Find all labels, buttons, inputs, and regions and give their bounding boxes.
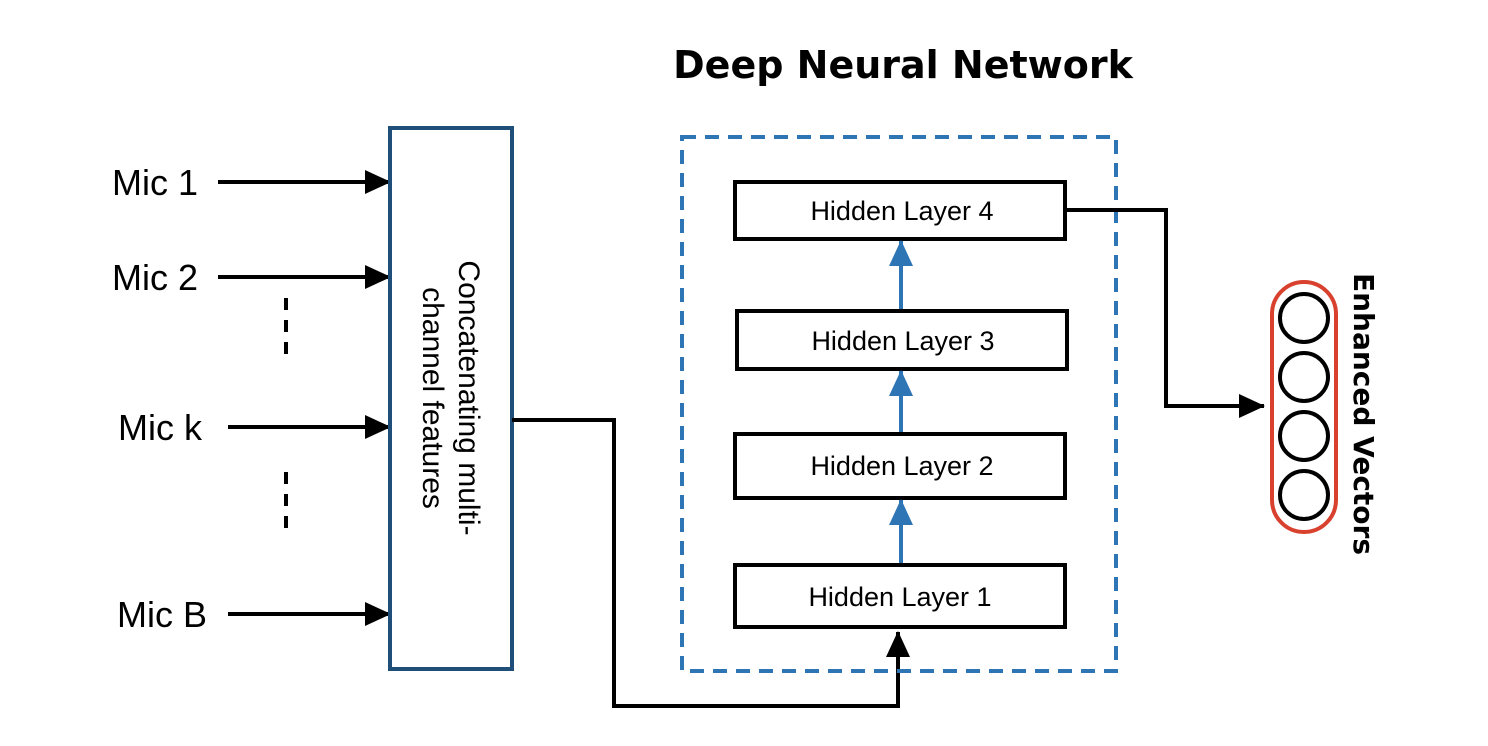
hidden-layer-4-label: Hidden Layer 4: [810, 196, 993, 226]
hidden-layer-1-box: [733, 563, 1067, 629]
dnn-container: [680, 135, 1118, 673]
mic-label-k: Mic k: [118, 407, 203, 448]
output-label-group: Enhanced Vectors: [1347, 273, 1380, 555]
dnn-to-output-connector: [1065, 208, 1265, 418]
mic-label-2: Mic 2: [112, 257, 198, 298]
output-label: Enhanced Vectors: [1347, 273, 1380, 555]
concat-label-line1: Concatenating multi-: [452, 260, 485, 535]
output-node-3: [1278, 410, 1330, 462]
hidden-layer-4-box: [733, 180, 1067, 241]
diagram-title: Deep Neural Network: [673, 43, 1133, 87]
hidden-layer-1-label: Hidden Layer 1: [808, 582, 991, 612]
concat-label: Concatenating multi- channel features: [416, 260, 485, 535]
concat-box: [388, 126, 514, 671]
mic-label-1: Mic 1: [112, 162, 198, 203]
output-node-4: [1278, 469, 1330, 521]
hidden-layer-2-box: [733, 432, 1067, 500]
output-node-1: [1278, 292, 1330, 344]
concat-label-line2: channel features: [416, 287, 449, 509]
mic-label-b: Mic B: [117, 594, 207, 635]
hidden-layer-2-label: Hidden Layer 2: [810, 451, 993, 481]
output-vector-outline: [1270, 280, 1338, 534]
output-node-2: [1278, 351, 1330, 403]
hidden-layer-3-label: Hidden Layer 3: [811, 326, 994, 356]
hidden-layer-3-box: [735, 309, 1069, 371]
concat-to-dnn-connector: [512, 418, 910, 708]
